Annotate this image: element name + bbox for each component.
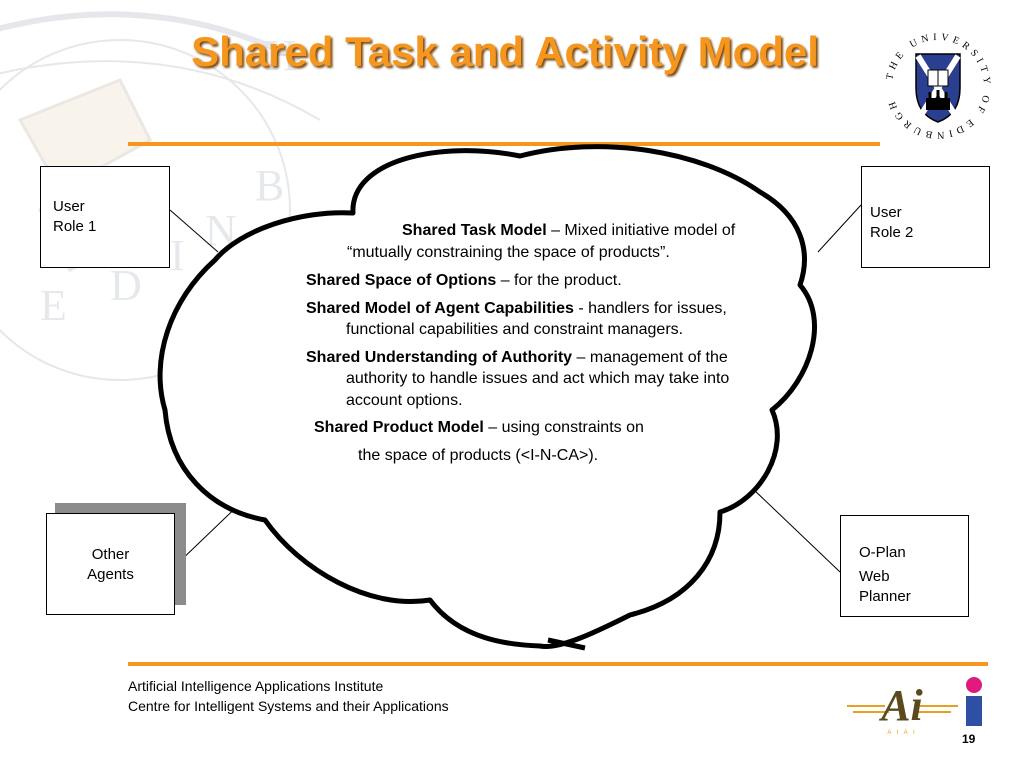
cloud-item-heading: Shared Understanding of Authority [306, 348, 573, 366]
oplan-line1: O-Plan [859, 544, 906, 561]
cloud-item-product-model: Shared Product Model – using constraints… [306, 417, 766, 439]
cloud-item-body: – Mixed initiative model of “mutually co… [347, 222, 736, 261]
cloud-tail [547, 637, 586, 651]
watermark-letter: H [265, 31, 297, 80]
university-crest-logo: THE UNIVERSITY OF EDINBURGH [884, 32, 988, 140]
cloud-item-heading: Shared Product Model [314, 419, 484, 436]
cloud-item-space-of-options: Shared Space of Options – for the produc… [306, 270, 766, 292]
cloud-item-task-model: Shared Task Model – Mixed initiative mod… [306, 220, 766, 263]
cloud-item-body: - handlers for issues, functional capabi… [346, 299, 727, 339]
watermark-letter: I [170, 231, 185, 280]
cloud-item-body: – using constraints on [483, 419, 644, 436]
footer-divider [128, 662, 988, 666]
watermark-letter: E [40, 281, 67, 330]
user-role-2-line2: Role 2 [870, 224, 914, 241]
oplan-line3: Planner [859, 588, 911, 605]
cloud-item-authority: Shared Understanding of Authority – mana… [306, 347, 766, 412]
page-number: 19 [962, 732, 976, 746]
oplan-web-planner-box: O-Plan Web Planner [840, 515, 969, 617]
connector-user-role-1 [169, 209, 219, 253]
user-role-1-line2: Role 1 [53, 218, 97, 235]
i-info-logo [966, 677, 982, 726]
cloud-item-heading: Shared Space of Options [306, 272, 497, 289]
watermark-letter: B [255, 161, 284, 210]
footer-line2: Centre for Intelligent Systems and their… [128, 698, 449, 714]
other-agents-line1: Other [91, 546, 130, 563]
other-agents-line2: Agents [87, 566, 134, 583]
cloud-item-body: – management of the authority to handle … [346, 348, 730, 409]
other-agents-box: Other Agents [46, 513, 175, 615]
shared-model-cloud [157, 144, 817, 650]
connector-oplan [751, 487, 841, 573]
slide-title: Shared Task and Activity Model [191, 28, 819, 75]
connector-user-role-2 [817, 204, 862, 253]
user-role-1-box: User Role 1 [40, 166, 170, 268]
oplan-line2: Web [859, 568, 890, 585]
cloud-text: Shared Task Model – Mixed initiative mod… [306, 220, 766, 466]
cloud-item-heading: Shared Model of Agent Capabilities [306, 299, 574, 317]
cloud-item-body: – for the product. [496, 272, 622, 289]
aiai-mark: Ai [878, 681, 923, 730]
user-role-2-line1: User [870, 204, 902, 221]
user-role-2-box: User Role 2 [861, 166, 990, 268]
cloud-item-agent-capabilities: Shared Model of Agent Capabilities - han… [306, 298, 766, 341]
footer-text: Artificial Intelligence Applications Ins… [128, 676, 449, 716]
aiai-logo: Ai A I A I [847, 681, 958, 736]
watermark-letter: D [110, 261, 142, 310]
user-role-1-line1: User [53, 198, 85, 215]
aiai-small-text: A I A I [887, 730, 916, 736]
footer-line1: Artificial Intelligence Applications Ins… [128, 678, 384, 694]
cloud-item-product-model-continued: the space of products (<I-N-CA>). [358, 446, 599, 464]
cloud-item-heading: Shared Task Model [402, 222, 547, 239]
title-divider [128, 142, 880, 146]
